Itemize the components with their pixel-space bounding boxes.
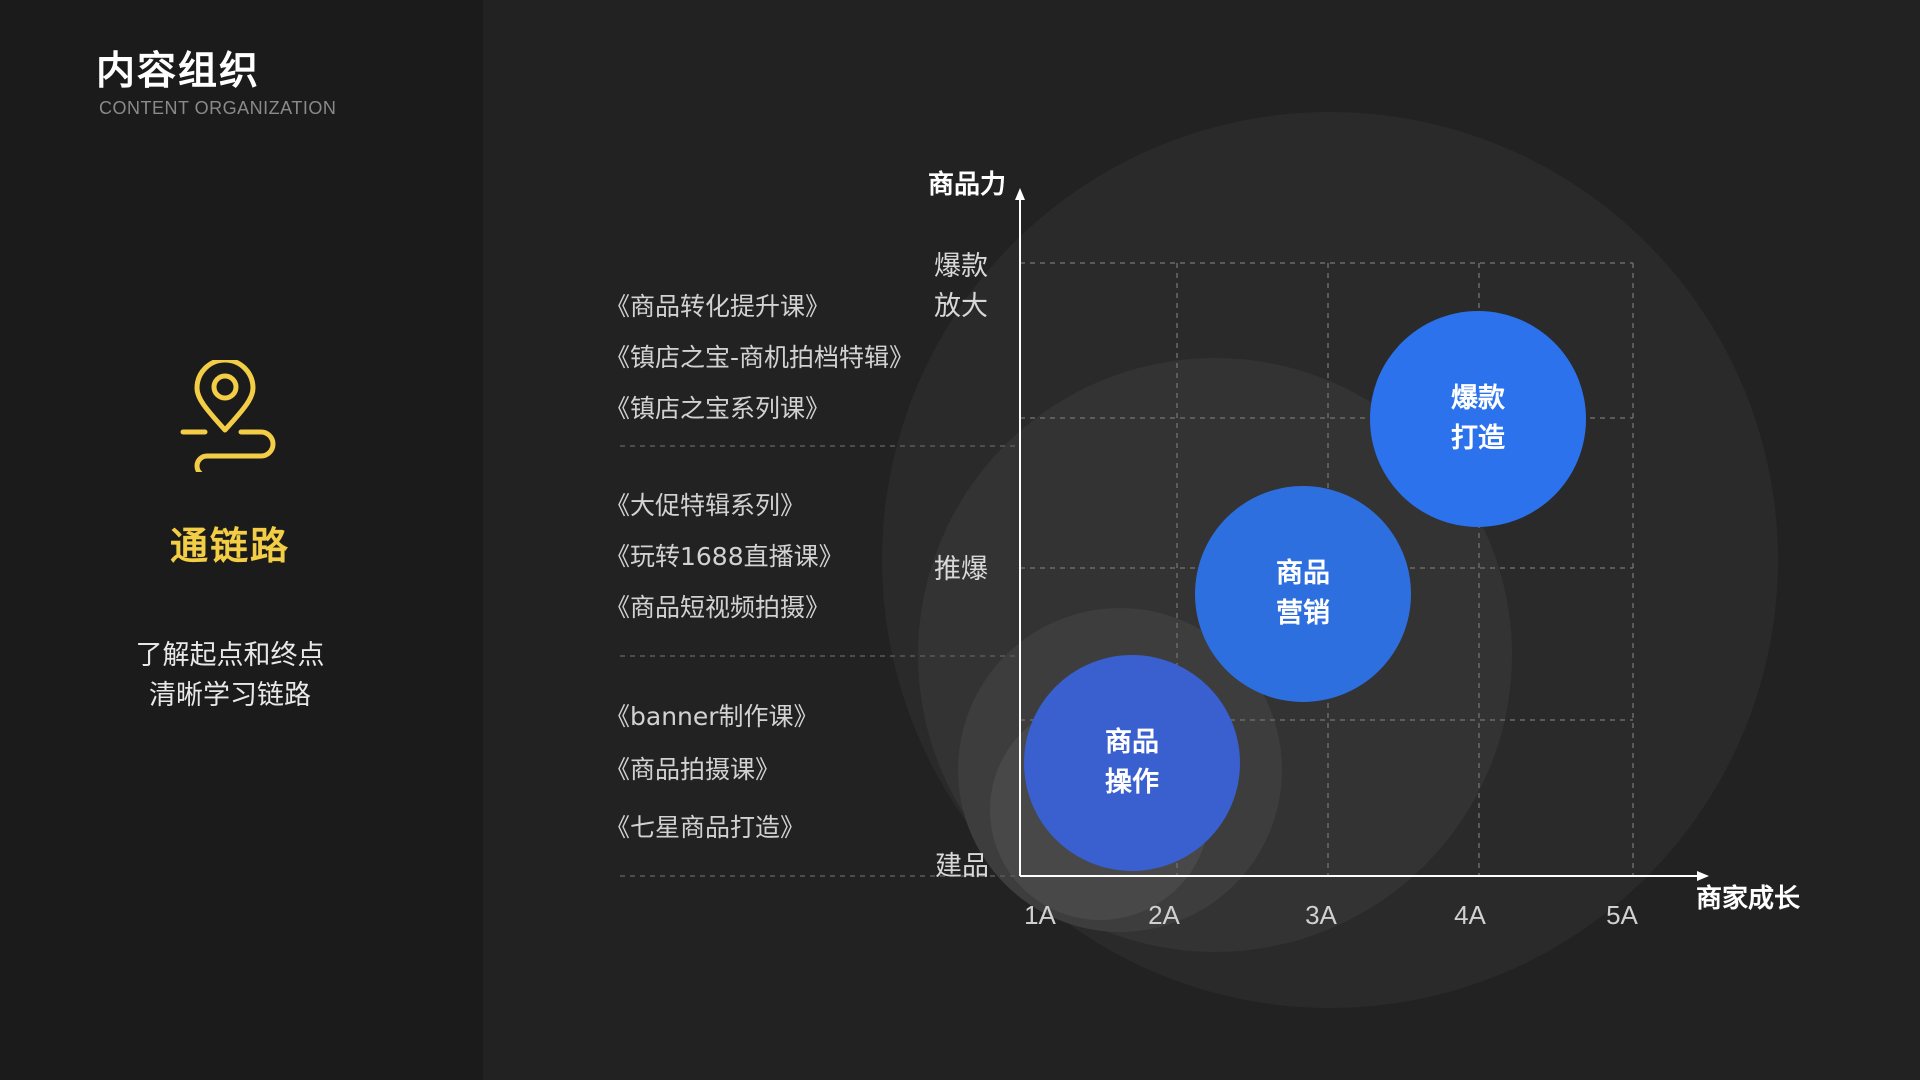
description-line-2: 清晰学习链路 (149, 680, 311, 711)
course-item: 《七星商品打造》 (605, 813, 806, 842)
section-title: 通链路 (169, 524, 290, 568)
bubble-label-line-1: 商品 (1276, 558, 1330, 589)
bubble-product-marketing: 商品 营销 (1195, 486, 1411, 702)
bubble-hit-product-creation: 爆款 打造 (1370, 311, 1586, 527)
bubble-label-line-1: 爆款 (1451, 383, 1505, 414)
chart-axes (1019, 195, 1703, 877)
course-item: 《镇店之宝-商机拍档特辑》 (605, 343, 915, 372)
bubble-label-line-1: 商品 (1105, 727, 1159, 758)
y-axis-label: 商品力 (928, 170, 1007, 200)
x-tick: 3A (1305, 900, 1337, 930)
map-pin-route-icon (180, 360, 276, 472)
course-item: 《商品转化提升课》 (605, 292, 831, 321)
course-item: 《大促特辑系列》 (605, 491, 806, 520)
y-tick-line-1: 爆款 (934, 251, 988, 282)
y-tick-build: 建品 (935, 851, 989, 882)
x-tick: 1A (1024, 900, 1056, 930)
x-tick: 4A (1454, 900, 1486, 930)
course-item: 《镇店之宝系列课》 (605, 394, 831, 423)
bubble-label-line-2: 营销 (1276, 598, 1330, 629)
description-line-1: 了解起点和终点 (135, 640, 325, 671)
y-tick-push: 推爆 (934, 554, 988, 585)
section-description: 了解起点和终点 清晰学习链路 (0, 636, 460, 716)
course-item: 《商品短视频拍摄》 (605, 593, 831, 622)
bubble-label-line-2: 操作 (1105, 767, 1159, 798)
x-tick: 5A (1606, 900, 1638, 930)
page-subtitle: CONTENT ORGANIZATION (99, 98, 337, 118)
sidebar (0, 0, 483, 1080)
course-item: 《商品拍摄课》 (605, 755, 781, 784)
bubble-label-line-2: 打造 (1451, 423, 1505, 454)
y-axis-arrow-icon (1015, 188, 1025, 200)
separator-lines (620, 445, 1018, 877)
y-tick-line-2: 放大 (934, 291, 988, 322)
course-item: 《玩转1688直播课》 (605, 542, 844, 571)
course-item: 《banner制作课》 (605, 702, 819, 731)
bubble-product-operation: 商品 操作 (1024, 655, 1240, 871)
page-title: 内容组织 (96, 49, 261, 94)
y-tick-explosion-amplify: 爆款 放大 (921, 247, 1001, 327)
x-axis-arrow-icon (1697, 871, 1709, 881)
x-axis-label: 商家成长 (1696, 884, 1801, 914)
x-tick: 2A (1148, 900, 1180, 930)
